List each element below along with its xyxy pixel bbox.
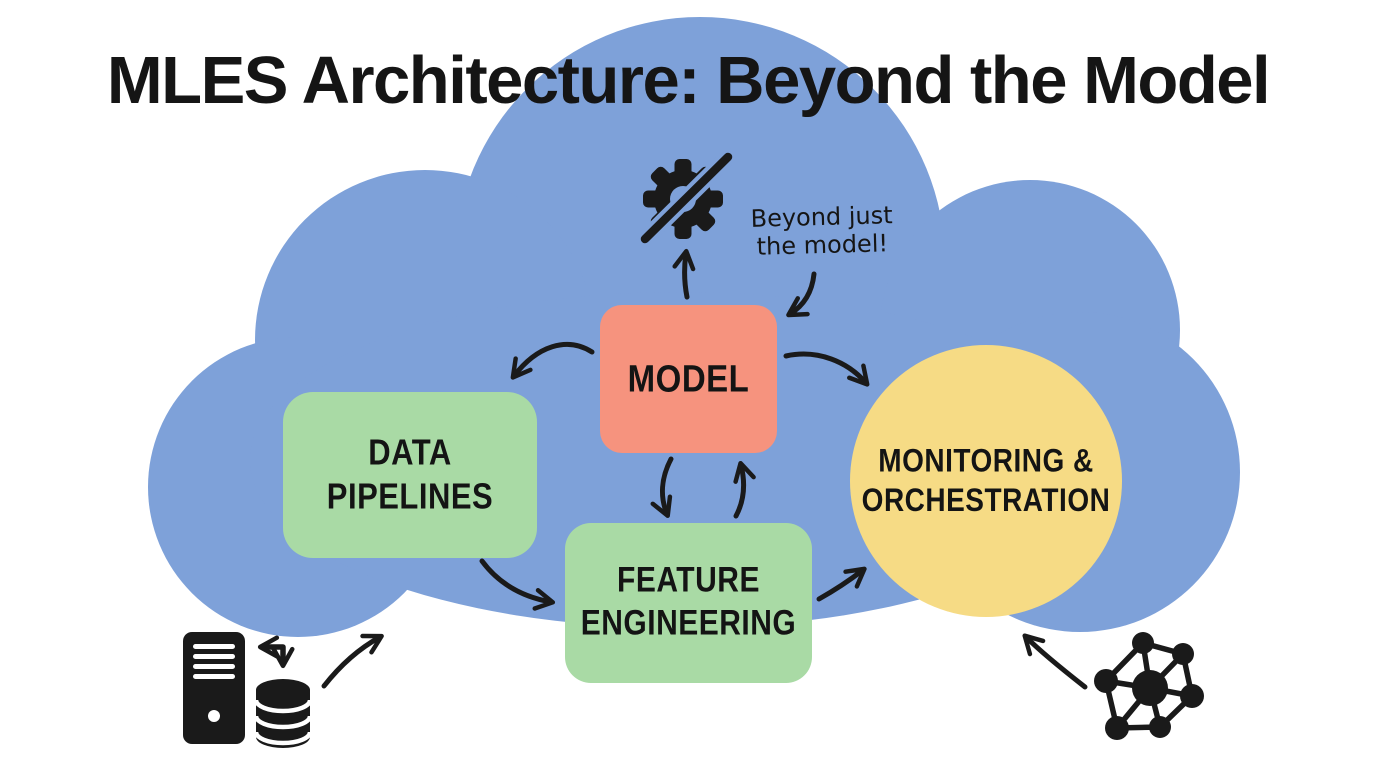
monitoring-line-1: MONITORING & (878, 442, 1094, 479)
model-label: MODEL (600, 305, 777, 453)
arrow-model-to-monitoring (783, 351, 870, 387)
arrow-feature-to-monitoring (816, 566, 867, 602)
arrow-data-pipelines-to-feature (479, 558, 556, 611)
annotation-line-2: the model! (756, 229, 889, 262)
page-title: MLES Architecture: Beyond the Model (106, 43, 1271, 118)
monitoring-orchestration-circle (850, 345, 1122, 617)
gear-slash-icon (636, 148, 737, 248)
arrow-note-to-model (786, 271, 817, 318)
monitoring-orchestration-label: MONITORING & ORCHESTRATION (850, 345, 1122, 617)
arrow-storage-to-cloud (321, 633, 384, 689)
model-label-text: MODEL (627, 356, 750, 400)
handwritten-annotation: Beyond just the model! (732, 201, 911, 262)
model-box (600, 305, 777, 453)
arrow-feature-to-model (733, 460, 756, 519)
arrow-model-to-feature (650, 456, 674, 518)
feature-engineering-line-2: ENGINEERING (580, 604, 797, 643)
arrow-model-to-data-pipelines (510, 341, 595, 380)
data-pipelines-label: DATA PIPELINES (283, 392, 537, 558)
transfer-arrows-icon (257, 635, 295, 669)
database-icon (253, 679, 313, 748)
connector-arrows (321, 248, 1088, 690)
feature-engineering-label: FEATURE ENGINEERING (565, 523, 812, 683)
network-graph-icon (1094, 632, 1204, 740)
arrow-network-to-cloud (1022, 633, 1088, 690)
data-pipelines-line-2: PIPELINES (326, 476, 494, 517)
arrow-model-to-gear (672, 248, 696, 300)
feature-engineering-box (565, 523, 812, 683)
data-pipelines-box (283, 392, 537, 558)
monitoring-line-2: ORCHESTRATION (861, 482, 1111, 519)
data-pipelines-line-1: DATA (368, 432, 452, 473)
feature-engineering-line-1: FEATURE (617, 561, 760, 600)
server-icon (183, 632, 245, 744)
